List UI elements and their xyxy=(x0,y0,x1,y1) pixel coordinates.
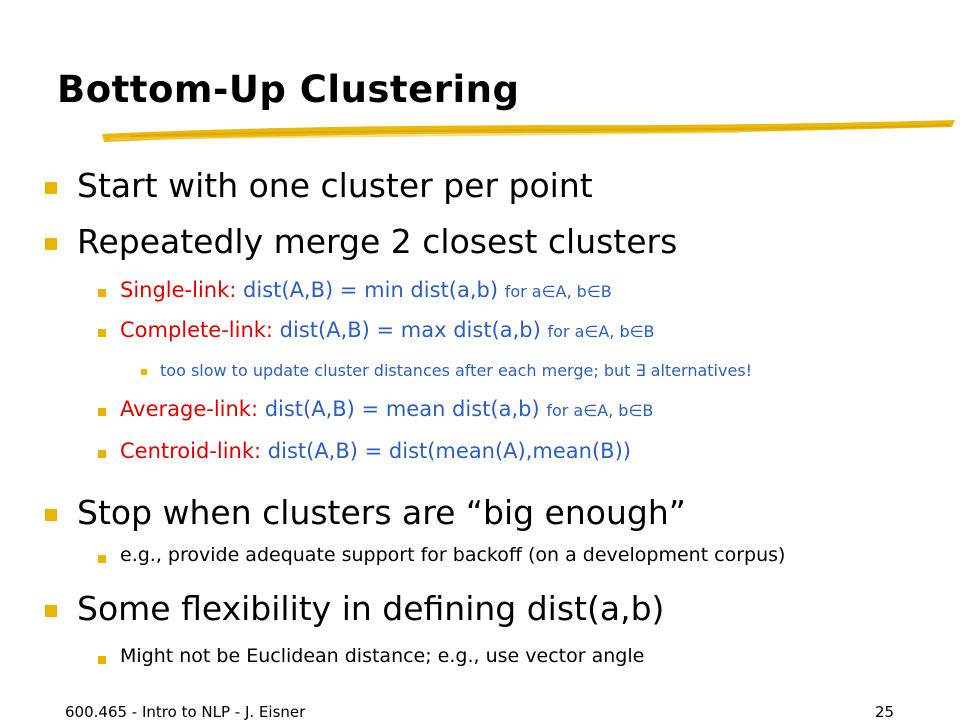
complete-link-condition: for a∈A, b∈B xyxy=(547,322,655,341)
complete-link-line: Complete-link: dist(A,B) = max dist(a,b)… xyxy=(120,318,655,342)
bullet-marker xyxy=(141,369,147,375)
single-link-condition: for a∈A, b∈B xyxy=(504,282,612,301)
slide-title: Bottom-Up Clustering xyxy=(57,68,520,111)
title-underline-brush xyxy=(102,120,955,142)
centroid-link-formula: dist(A,B) = dist(mean(A),mean(B)) xyxy=(261,439,631,463)
centroid-link-line: Centroid-link: dist(A,B) = dist(mean(A),… xyxy=(120,439,631,463)
bullet-marker xyxy=(98,289,106,297)
bullet-start: Start with one cluster per point xyxy=(77,166,593,205)
flexibility-example: Might not be Euclidean distance; e.g., u… xyxy=(120,645,645,667)
stop-example: e.g., provide adequate support for backo… xyxy=(120,544,786,566)
bullet-flexibility: Some flexibility in defining dist(a,b) xyxy=(77,589,665,628)
centroid-link-label: Centroid-link: xyxy=(120,439,262,463)
page-number: 25 xyxy=(875,703,895,721)
complete-link-formula: dist(A,B) = max dist(a,b) xyxy=(273,318,548,342)
average-link-formula: dist(A,B) = mean dist(a,b) xyxy=(258,397,547,421)
footer-course: 600.465 - Intro to NLP - J. Eisner xyxy=(65,703,306,721)
bullet-marker xyxy=(98,329,106,337)
bullet-marker xyxy=(98,555,106,563)
complete-link-label: Complete-link: xyxy=(120,318,273,342)
complete-link-note: too slow to update cluster distances aft… xyxy=(160,361,753,380)
bullet-marker xyxy=(98,656,106,664)
bullet-stop: Stop when clusters are “big enough” xyxy=(77,493,686,532)
bullet-marker xyxy=(45,238,57,250)
bullet-marker xyxy=(98,408,106,416)
average-link-line: Average-link: dist(A,B) = mean dist(a,b)… xyxy=(120,397,653,421)
bullet-marker xyxy=(45,605,57,617)
single-link-formula: dist(A,B) = min dist(a,b) xyxy=(236,278,505,302)
average-link-label: Average-link: xyxy=(120,397,259,421)
bullet-marker xyxy=(98,450,106,458)
single-link-label: Single-link: xyxy=(120,278,237,302)
bullet-marker xyxy=(45,182,57,194)
single-link-line: Single-link: dist(A,B) = min dist(a,b) f… xyxy=(120,278,612,302)
bullet-marker xyxy=(45,509,57,521)
average-link-condition: for a∈A, b∈B xyxy=(546,401,654,420)
bullet-merge: Repeatedly merge 2 closest clusters xyxy=(77,222,678,261)
